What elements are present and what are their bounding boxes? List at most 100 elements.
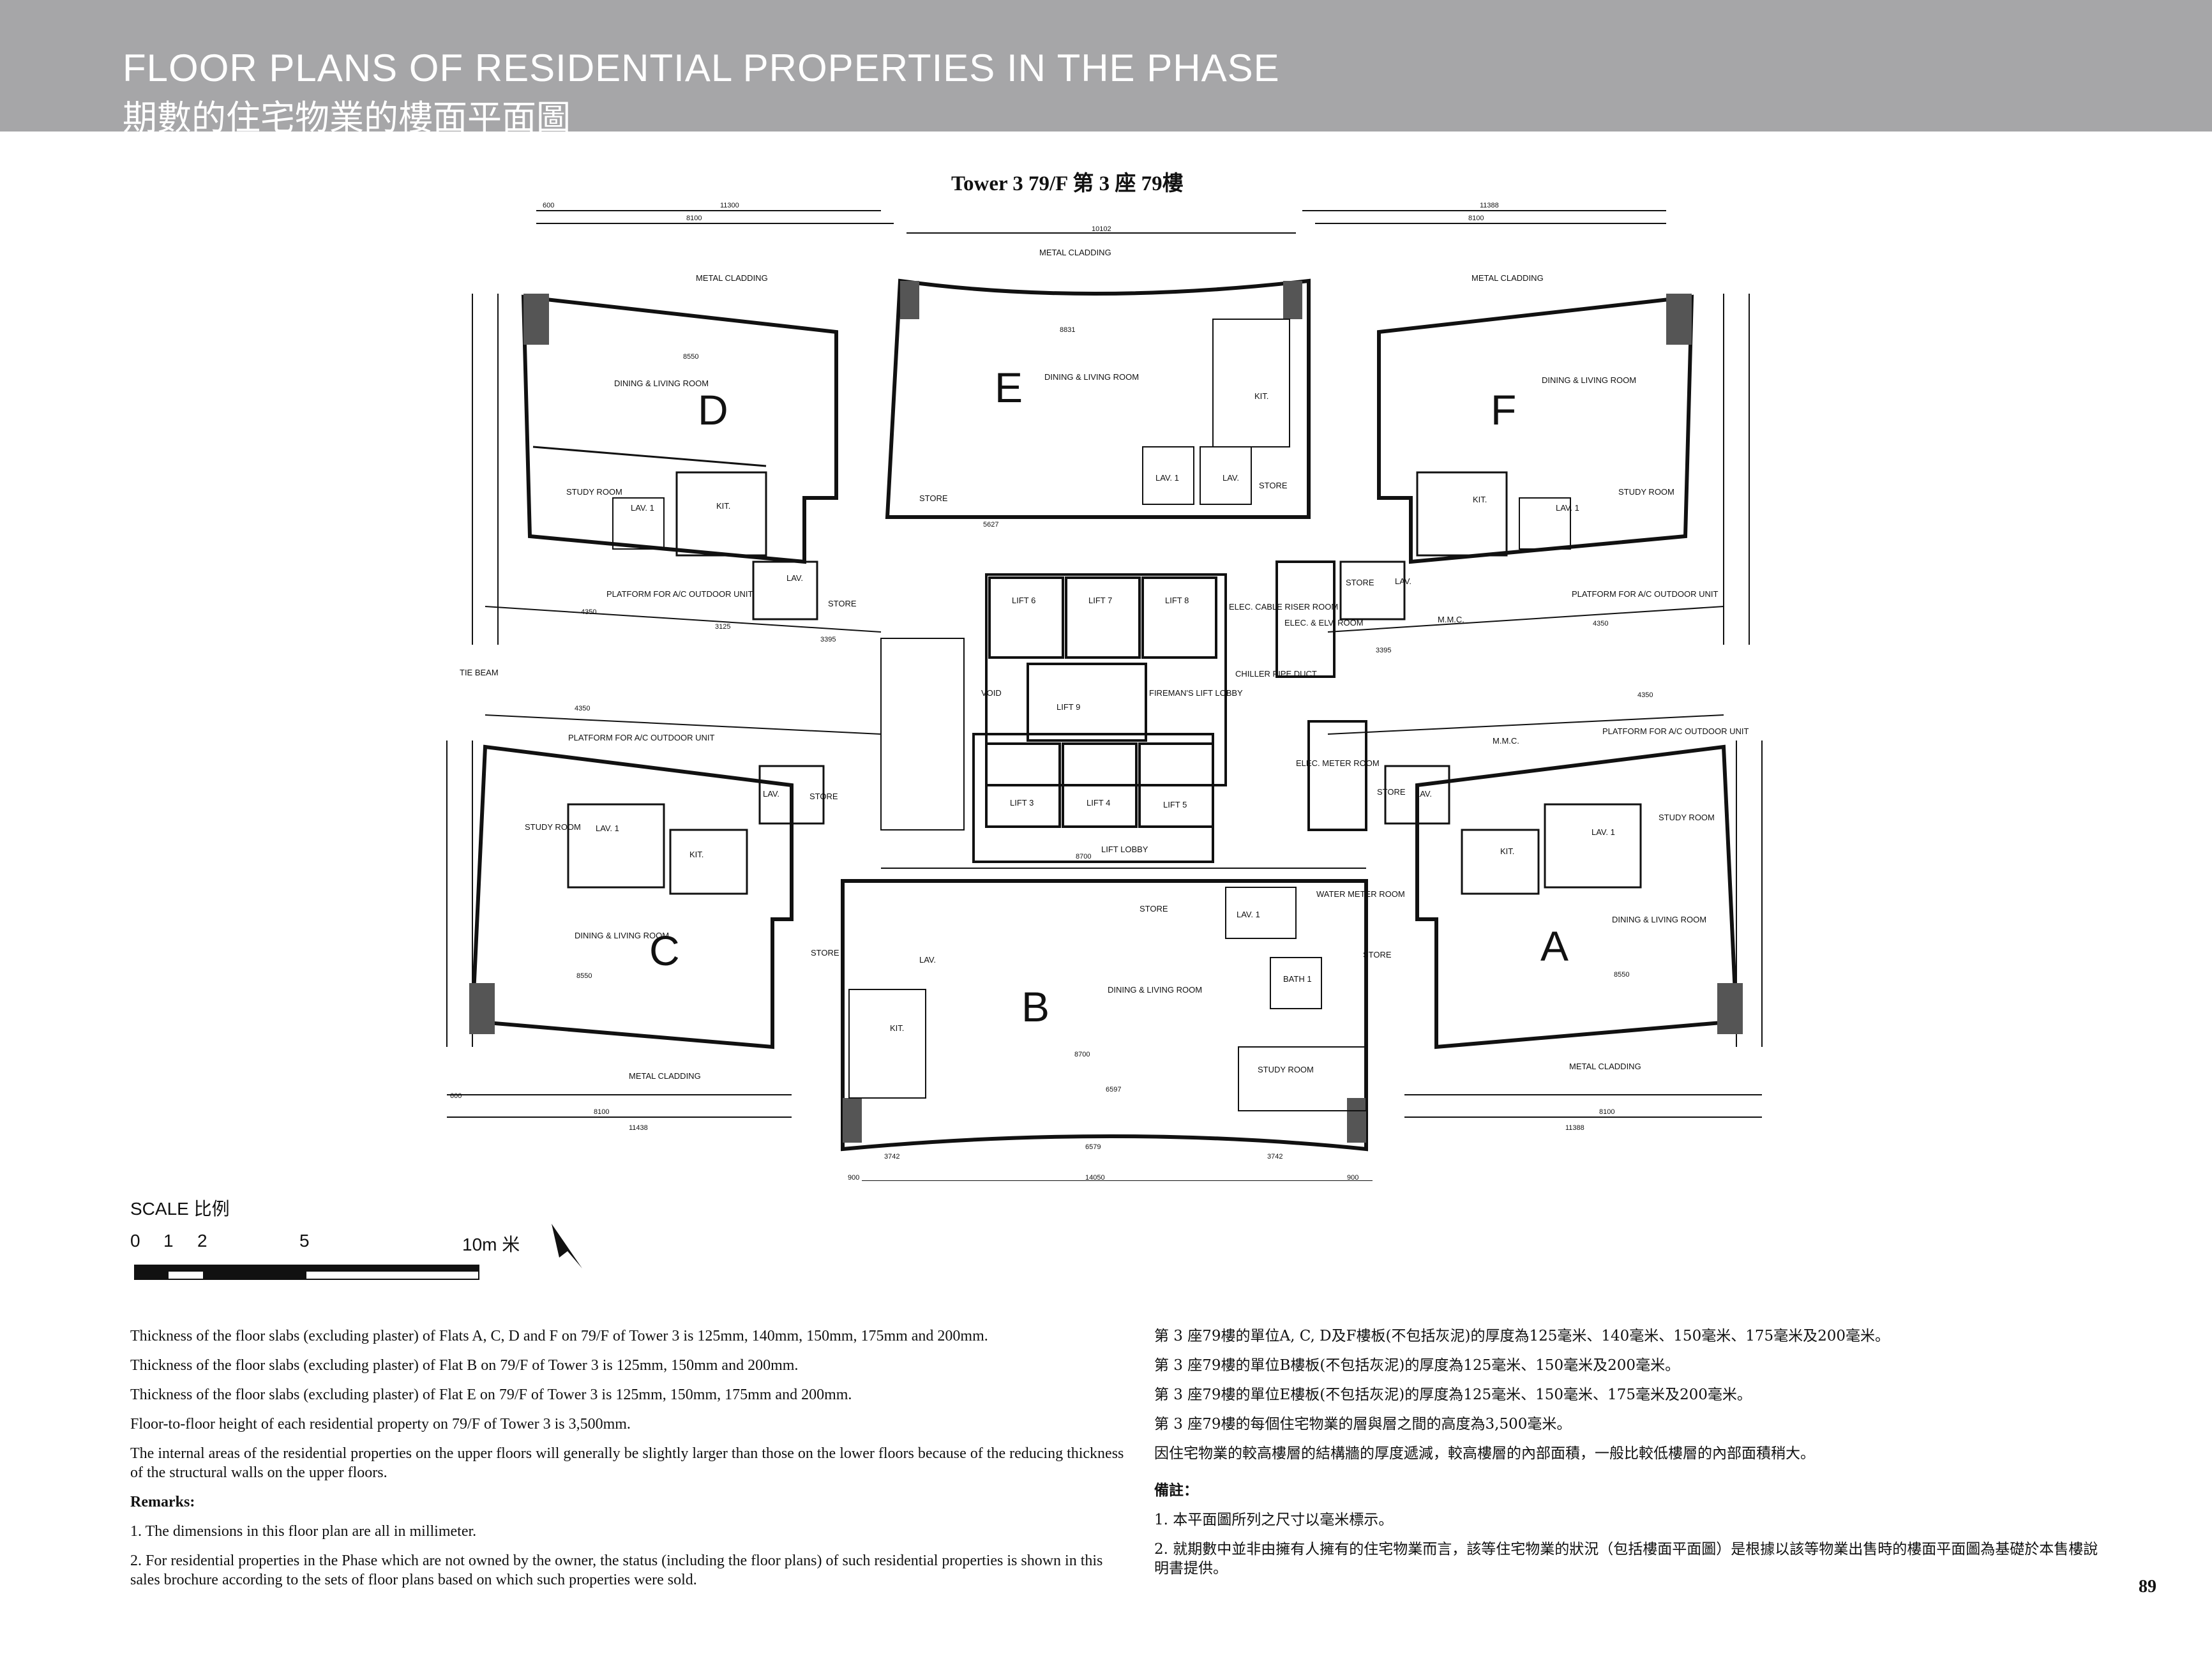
room-label: METAL CLADDING (1039, 248, 1111, 257)
flat-label-b: B (1021, 983, 1050, 1030)
room-label: STORE (1363, 950, 1392, 959)
dim-label: 4350 (575, 705, 590, 712)
dim-label: 600 (450, 1092, 462, 1100)
room-label: METAL CLADDING (629, 1071, 701, 1081)
scale-tick-2: 2 (197, 1231, 207, 1251)
note-en-4: Floor-to-floor height of each residentia… (130, 1416, 631, 1432)
header-title-zh: 期數的住宅物業的樓面平面圖 (123, 98, 571, 138)
scale-bar (134, 1265, 479, 1280)
remark-en-2: 2. For residential properties in the Pha… (130, 1553, 1103, 1588)
remarks-heading-en: Remarks: (130, 1494, 195, 1510)
room-label: LIFT 5 (1163, 800, 1187, 809)
room-label: LAV. (1395, 576, 1411, 586)
notes-chinese: 第 3 座79樓的單位A, C, D及F樓板(不包括灰泥)的厚度為125毫米、1… (1154, 1327, 2112, 1588)
flat-label-a: A (1540, 922, 1569, 970)
room-label: PLATFORM FOR A/C OUTDOOR UNIT (568, 733, 714, 742)
dim-label: 6597 (1106, 1086, 1121, 1094)
remarks-heading-zh: 備註： (1154, 1482, 1198, 1499)
room-label: DINING & LIVING ROOM (575, 931, 669, 940)
room-label: DINING & LIVING ROOM (614, 379, 709, 388)
note-en-5: The internal areas of the residential pr… (130, 1445, 1124, 1481)
room-label: DINING & LIVING ROOM (1108, 985, 1202, 995)
room-label: LAV. 1 (1556, 503, 1579, 513)
room-label: KIT. (689, 850, 703, 859)
room-label: LAV. 1 (631, 503, 654, 513)
dim-label: 4350 (1593, 620, 1608, 628)
flat-b-outline (841, 879, 1368, 1152)
room-label: PLATFORM FOR A/C OUTDOOR UNIT (1572, 589, 1718, 599)
dim-label: 6579 (1085, 1143, 1101, 1151)
room-label: LAV. 1 (596, 823, 619, 833)
dim-label: 900 (1347, 1174, 1358, 1181)
room-label: STUDY ROOM (1258, 1065, 1314, 1074)
room-label: METAL CLADDING (1569, 1062, 1641, 1071)
dim-label: 8100 (594, 1108, 609, 1116)
dim-label: 8700 (1074, 1051, 1090, 1058)
dim-label: 11388 (1480, 202, 1499, 209)
room-label: STUDY ROOM (566, 487, 622, 497)
dim-label: 8550 (1614, 971, 1629, 979)
note-zh-3: 第 3 座79樓的單位E樓板(不包括灰泥)的厚度為125毫米、150毫米、175… (1154, 1387, 1752, 1403)
room-label: VOID (981, 688, 1002, 698)
dim-label: 11300 (720, 202, 739, 209)
room-label: M.M.C. (1493, 736, 1519, 746)
room-label: PLATFORM FOR A/C OUTDOOR UNIT (1602, 726, 1749, 736)
remark-en-1: 1. The dimensions in this floor plan are… (130, 1523, 477, 1540)
page-number: 89 (2139, 1577, 2156, 1597)
header-title-en: FLOOR PLANS OF RESIDENTIAL PROPERTIES IN… (123, 47, 1280, 89)
room-label: BATH 1 (1283, 974, 1312, 984)
plan-title: Tower 3 79/F 第 3 座 79樓 (951, 172, 1184, 195)
room-label: ELEC. CABLE RISER ROOM (1229, 602, 1338, 612)
dim-label: 3742 (884, 1153, 899, 1161)
room-label: LIFT 7 (1088, 596, 1112, 605)
room-label: KIT. (1500, 846, 1514, 856)
scale-tick-5: 5 (299, 1231, 310, 1251)
north-arrow-icon (552, 1224, 582, 1268)
room-label: LIFT LOBBY (1101, 845, 1148, 854)
dim-label: 3395 (820, 636, 836, 643)
room-label: LAV. (1415, 789, 1432, 799)
room-label: ELEC. & ELV. ROOM (1284, 618, 1364, 628)
room-label: DINING & LIVING ROOM (1044, 372, 1139, 382)
room-label: STORE (919, 493, 948, 503)
scale-tick-10: 10m 米 (462, 1235, 520, 1254)
flat-e-outline (885, 278, 1311, 519)
note-zh-4: 第 3 座79樓的每個住宅物業的層與層之間的高度為3,500毫米。 (1154, 1416, 1572, 1432)
room-label: KIT. (716, 501, 730, 511)
room-label: STORE (1377, 787, 1406, 797)
room-label: M.M.C. (1438, 615, 1464, 624)
flat-c-outline (469, 744, 825, 1049)
flat-label-c: C (649, 927, 680, 974)
room-label: LAV. (1223, 473, 1239, 483)
flat-label-d: D (698, 386, 728, 433)
room-label: STORE (809, 792, 838, 801)
room-label: CHILLER PIPE DUCT (1235, 669, 1317, 679)
room-label: WATER METER ROOM (1316, 889, 1405, 899)
room-label: PLATFORM FOR A/C OUTDOOR UNIT (606, 589, 753, 599)
remark-zh-1: 1. 本平面圖所列之尺寸以毫米標示。 (1154, 1512, 1394, 1528)
room-label: LIFT 4 (1087, 798, 1110, 808)
dim-label: 11438 (629, 1124, 648, 1132)
room-label: LIFT 8 (1165, 596, 1189, 605)
room-label: FIREMAN'S LIFT LOBBY (1149, 688, 1243, 698)
core-outline (880, 560, 1367, 863)
room-label: STORE (811, 948, 839, 958)
room-label: KIT. (890, 1023, 904, 1033)
room-label: DINING & LIVING ROOM (1612, 915, 1706, 924)
room-label: STUDY ROOM (525, 822, 581, 832)
room-label: METAL CLADDING (696, 273, 768, 283)
flat-a-outline (1384, 744, 1743, 1049)
dim-label: 8700 (1076, 853, 1091, 861)
dimension-lines (446, 210, 1763, 1181)
room-label: LAV. (919, 955, 936, 965)
room-label: TIE BEAM (460, 668, 499, 677)
dim-label: 8550 (576, 972, 592, 980)
dim-label: 600 (543, 202, 554, 209)
dim-label: 8831 (1060, 326, 1075, 334)
room-label: STORE (1346, 578, 1374, 587)
dim-label: 3742 (1267, 1153, 1283, 1161)
remark-zh-2: 2. 就期數中並非由擁有人擁有的住宅物業而言，該等住宅物業的狀況（包括樓面平面圖… (1154, 1541, 2098, 1577)
room-label: LIFT 6 (1012, 596, 1035, 605)
note-en-2: Thickness of the floor slabs (excluding … (130, 1357, 799, 1374)
dim-label: 4350 (1637, 691, 1653, 699)
